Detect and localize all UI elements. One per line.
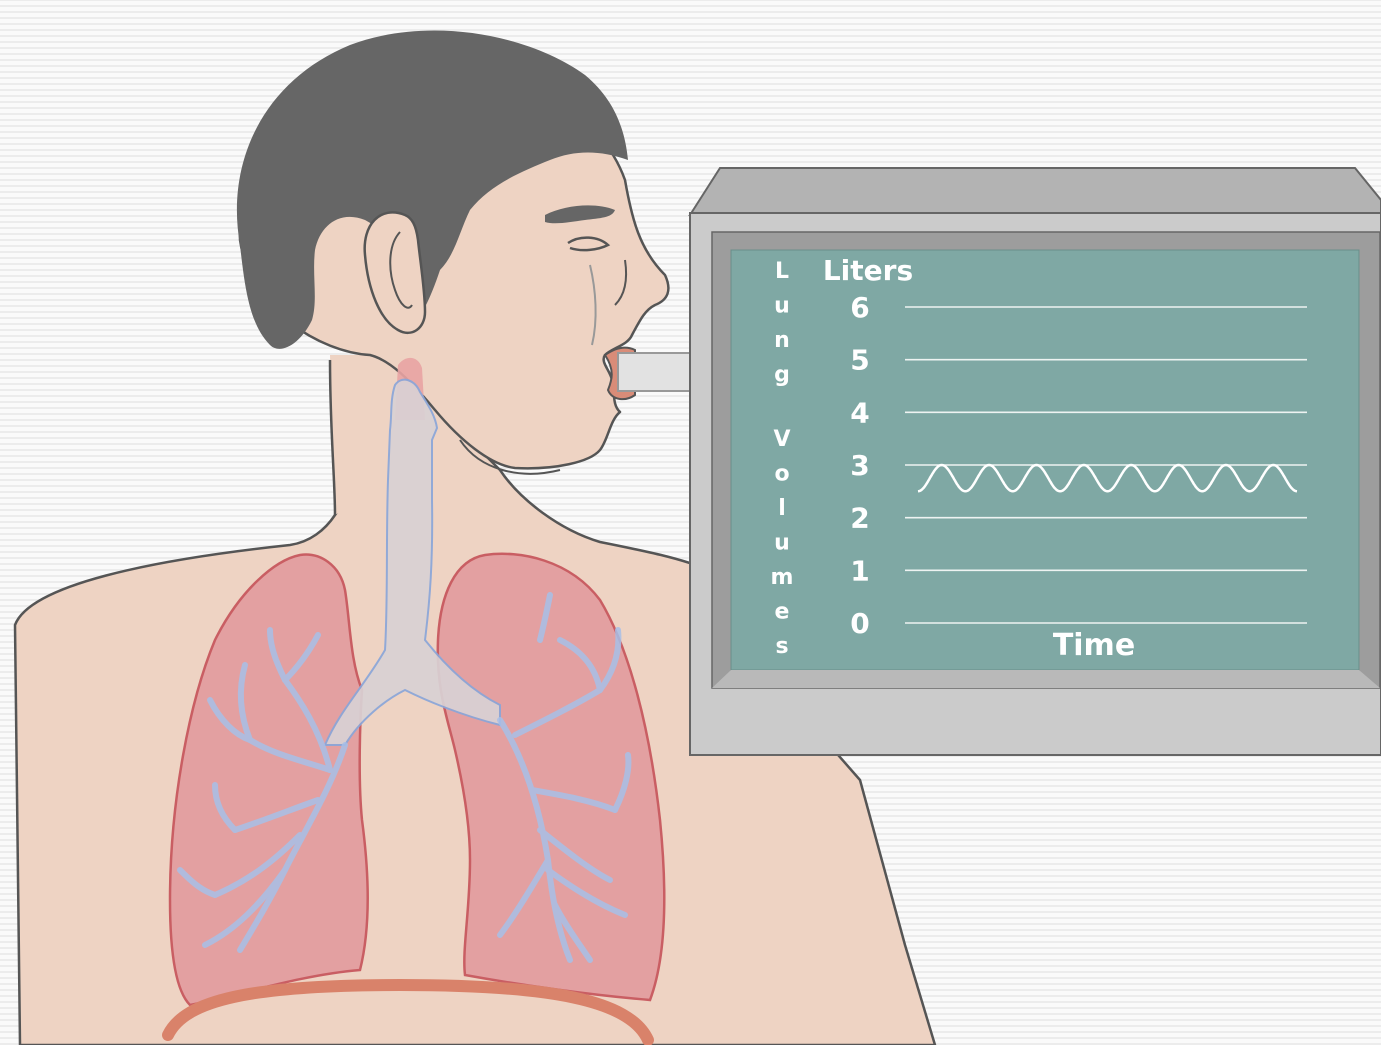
spirometer-monitor xyxy=(690,168,1381,755)
units-label: Liters xyxy=(823,254,913,287)
mouthpiece-tube xyxy=(618,353,690,391)
y-tick-label: 3 xyxy=(850,449,869,482)
y-tick-label: 1 xyxy=(850,554,869,587)
y-tick-label: 6 xyxy=(850,291,869,324)
y-tick-label: 2 xyxy=(850,502,869,535)
y-tick-label: 5 xyxy=(850,344,869,377)
y-tick-label: 0 xyxy=(850,607,869,640)
time-axis-label: Time xyxy=(1053,628,1135,663)
monitor-screen xyxy=(731,250,1359,670)
y-tick-label: 4 xyxy=(850,396,869,429)
